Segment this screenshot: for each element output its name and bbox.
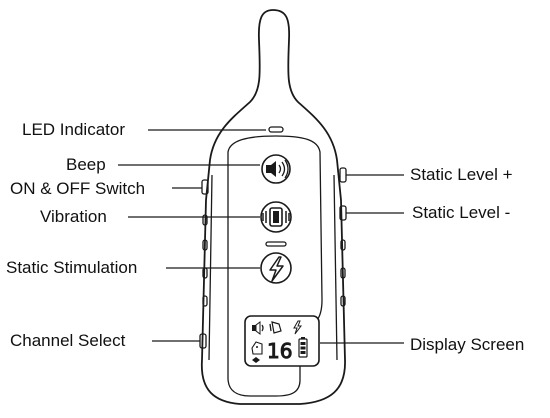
beep-button[interactable] [261,154,291,184]
display-speaker-icon [252,321,264,335]
label-static-level-plus: Static Level + [410,165,513,184]
on-off-switch-knob[interactable] [201,179,209,195]
right-grip-notch-3 [340,295,346,307]
static-level-plus-knob[interactable] [339,167,347,183]
label-on-off-switch: ON & OFF Switch [10,179,146,198]
label-beep: Beep [66,155,106,174]
left-grip-notch-1 [202,214,208,226]
led-indicator [268,126,284,133]
right-grip-notch-2 [340,267,346,279]
label-static-level-minus: Static Level - [412,203,511,222]
display-lightning-icon [293,320,302,335]
display-vibration-icon [269,321,282,334]
label-channel-select: Channel Select [10,331,126,350]
lightning-icon [269,256,284,282]
label-static-stimulation: Static Stimulation [6,258,138,277]
label-led-indicator: LED Indicator [22,120,125,139]
label-vibration: Vibration [40,207,107,226]
label-display-screen: Display Screen [410,335,525,354]
display-channel-icon [252,357,260,363]
left-grip-notch-2 [202,239,208,251]
display-screen: 16 [244,315,320,367]
vibration-button[interactable] [260,201,292,233]
right-grip-notch-1 [340,239,346,251]
static-stimulation-button[interactable] [260,252,292,284]
display-digits: 16 [267,339,292,363]
display-battery-icon [298,337,308,358]
left-grip-notch-4 [202,295,208,307]
vibration-icon [262,207,290,227]
display-dog-icon [251,341,263,355]
right-side-ridge [333,174,338,361]
speaker-icon [266,159,289,179]
mode-separator-bar [265,241,287,247]
